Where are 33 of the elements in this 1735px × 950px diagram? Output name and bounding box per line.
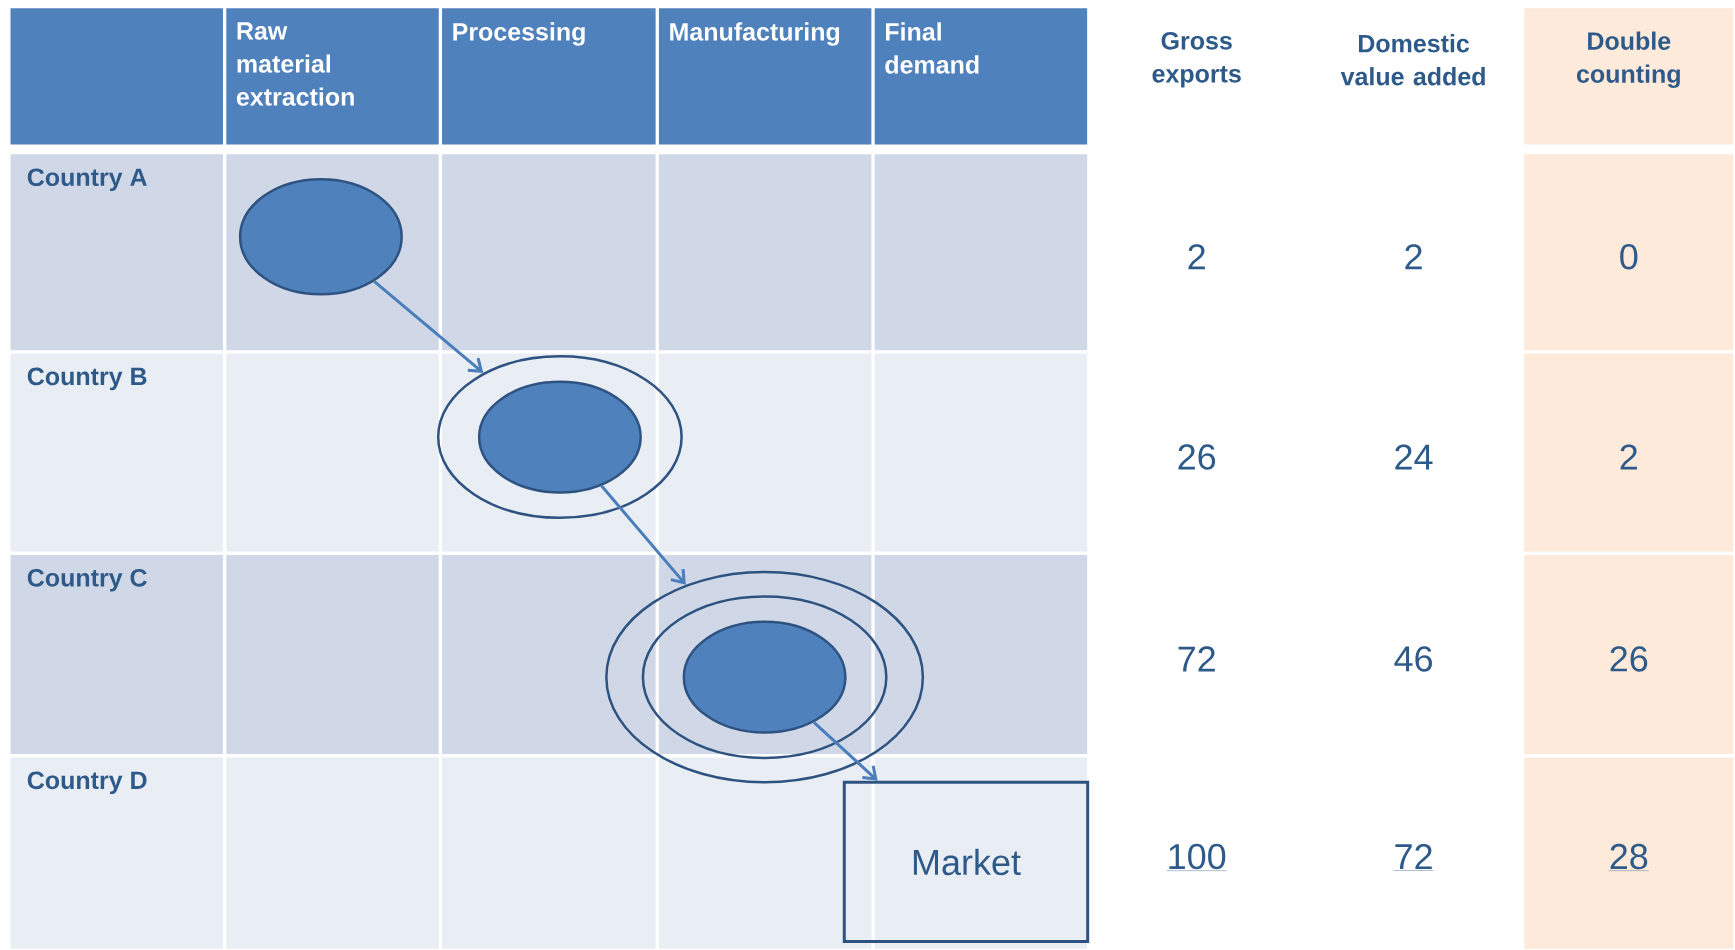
table-cell: 0: [1524, 154, 1734, 351]
column-header: Gross exports: [1152, 31, 1241, 88]
table-cell: 2: [1524, 353, 1734, 552]
ellipse-ring: [436, 355, 683, 520]
value-text: 100: [1166, 843, 1227, 871]
table-cell: 26: [1524, 554, 1734, 755]
value-text: 26: [1178, 444, 1216, 470]
row-header-cell: Country C: [10, 554, 223, 755]
value-text: 24: [1395, 444, 1433, 470]
filled-ellipse: [682, 620, 847, 734]
ellipse-ring: [605, 570, 925, 784]
table-cell: 28: [1524, 757, 1734, 949]
value-text: 2: [1405, 244, 1422, 270]
filled-ellipse: [477, 380, 642, 494]
ellipse-ring: [641, 595, 888, 760]
row-header-cell: Country B: [10, 353, 223, 552]
header-cell: Processing: [442, 8, 656, 145]
arrow: [373, 280, 484, 373]
value-text: 72: [1393, 844, 1434, 871]
header-cell: Raw material extraction: [226, 8, 439, 145]
header-cell: Manufacturing: [658, 8, 872, 145]
market-box: Market: [842, 780, 1090, 944]
value-text: 72: [1178, 646, 1215, 672]
arrow: [600, 484, 686, 585]
filled-ellipse: [238, 178, 403, 296]
header-cell: Final demand: [874, 8, 1088, 145]
column-header: Domestic value added: [1340, 34, 1485, 86]
row-header-cell: Country D: [10, 757, 223, 949]
value-text: 46: [1394, 646, 1432, 672]
value-text: 2: [1188, 244, 1205, 270]
arrow: [812, 721, 878, 781]
header-cell: Double counting: [1524, 8, 1734, 145]
row-header-cell: Country A: [10, 154, 223, 351]
